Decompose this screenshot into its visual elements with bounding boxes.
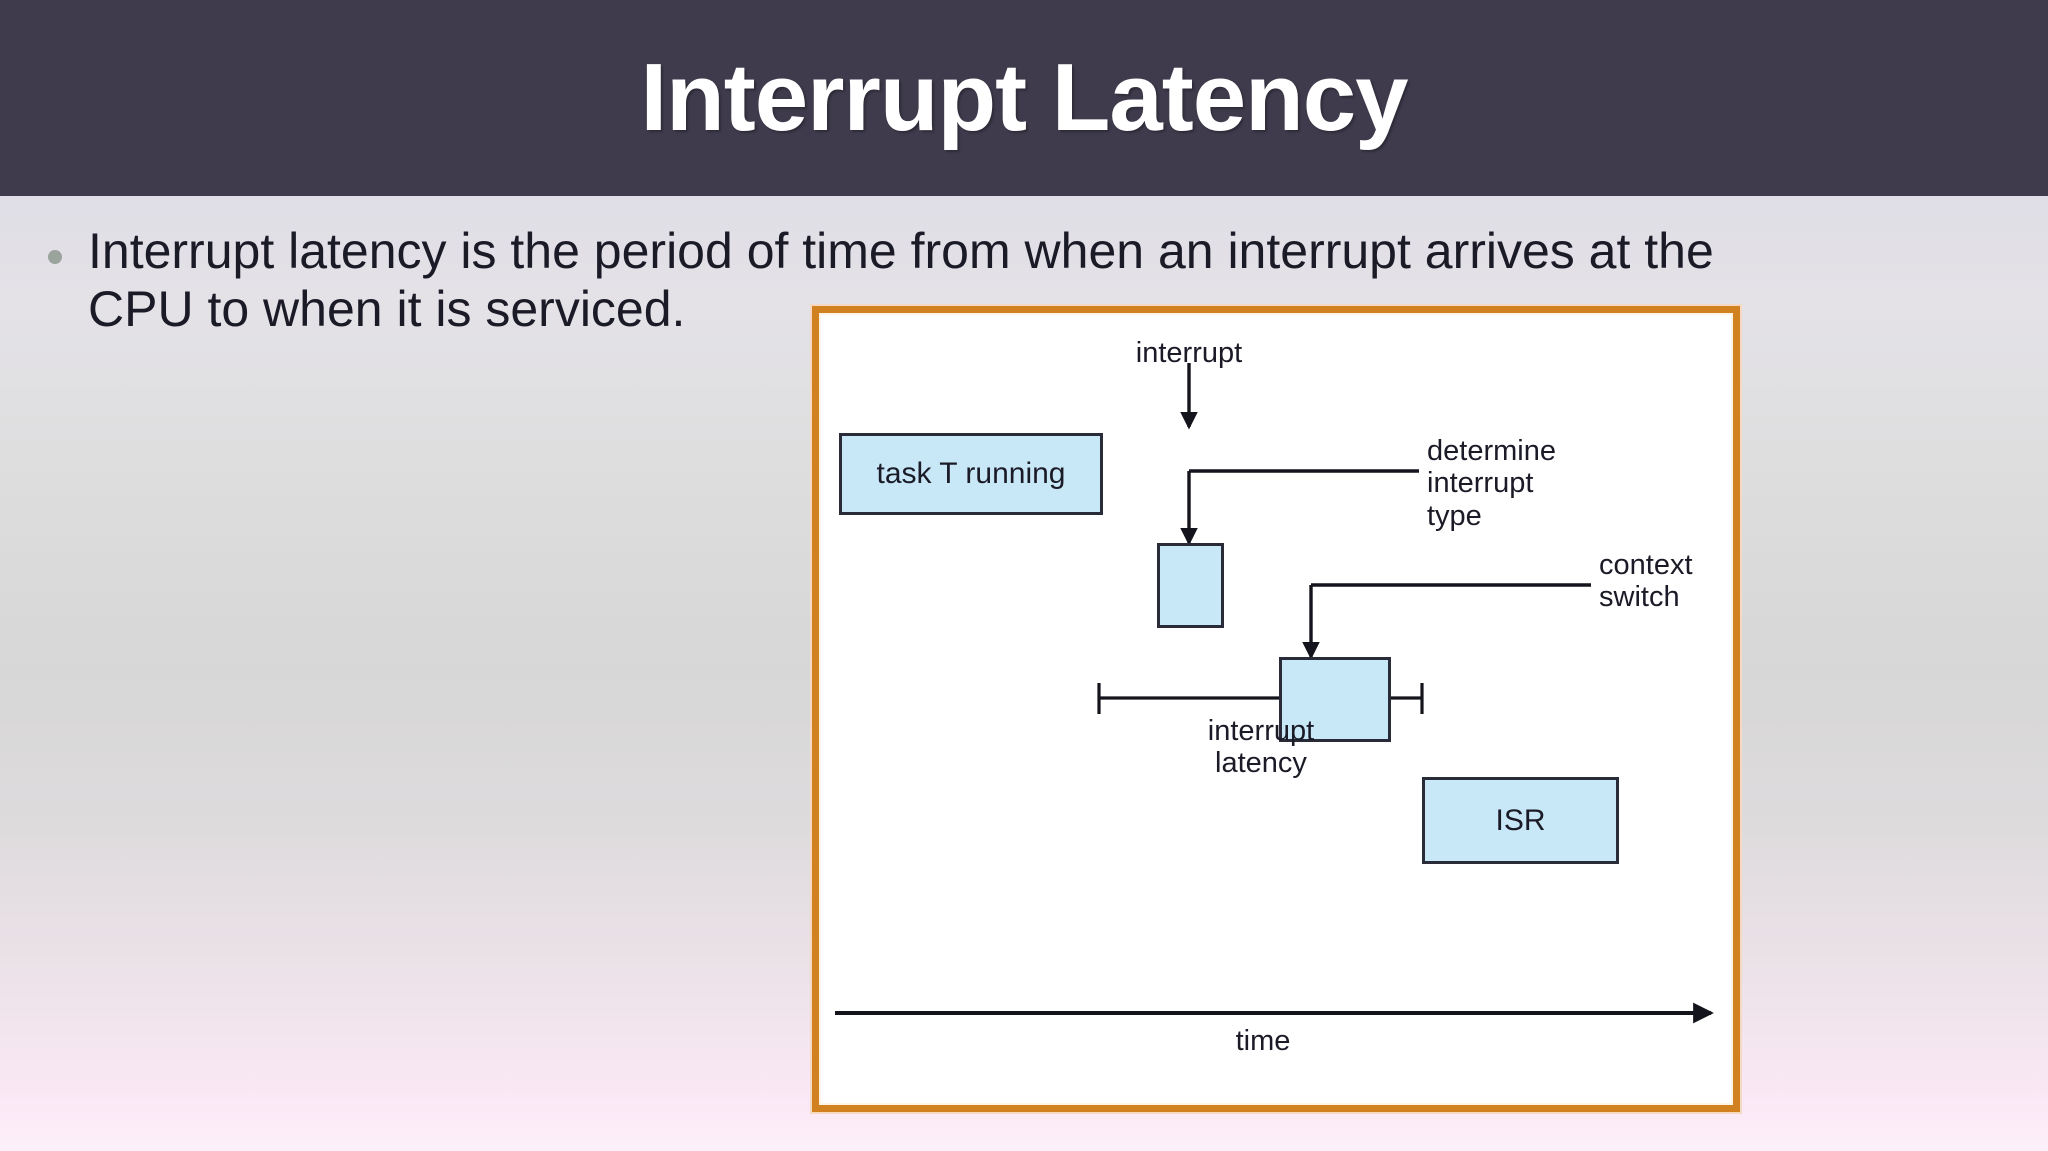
label-time: time bbox=[1235, 1025, 1291, 1057]
box-isr-label: ISR bbox=[1495, 803, 1546, 837]
box-task-t-running: task T running bbox=[839, 433, 1103, 515]
label-interrupt-latency: interrupt latency bbox=[1207, 715, 1315, 780]
bullet-line-1: Interrupt latency is the period of time … bbox=[88, 223, 1714, 279]
box-context-switch bbox=[1279, 657, 1391, 742]
page-title: Interrupt Latency bbox=[640, 44, 1408, 151]
bullet-line-2: CPU to when it is serviced. bbox=[88, 281, 686, 337]
box-task-t-running-label: task T running bbox=[876, 457, 1066, 490]
label-interrupt: interrupt bbox=[1135, 337, 1243, 369]
bullet-marker-icon bbox=[48, 250, 62, 264]
bullet-text: Interrupt latency is the period of time … bbox=[88, 222, 2010, 338]
label-determine-interrupt-type: determine interrupt type bbox=[1427, 435, 1556, 532]
label-context-switch: context switch bbox=[1599, 549, 1693, 614]
figure-frame: task T running ISR interrupt determine i… bbox=[812, 306, 1740, 1112]
slide-body: Interrupt latency is the period of time … bbox=[40, 222, 2010, 338]
figure-inner-border: task T running ISR interrupt determine i… bbox=[819, 313, 1733, 1105]
box-isr: ISR bbox=[1422, 777, 1619, 864]
bullet-item: Interrupt latency is the period of time … bbox=[40, 222, 2010, 338]
box-determine-interrupt-type bbox=[1157, 543, 1224, 628]
diagram-canvas: task T running ISR interrupt determine i… bbox=[821, 315, 1735, 1107]
slide-header: Interrupt Latency bbox=[0, 0, 2048, 196]
